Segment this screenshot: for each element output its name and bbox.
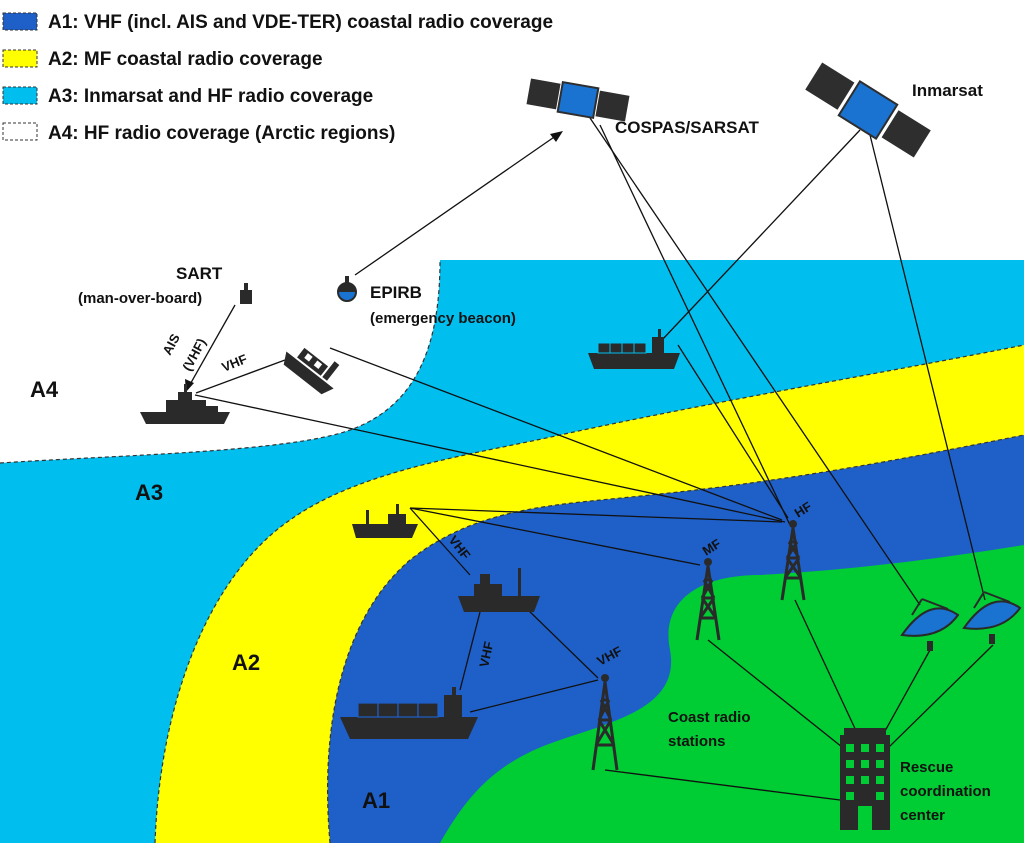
area-a3-label: A3 — [135, 480, 163, 505]
coast-radio-label-line1: Coast radio — [668, 709, 751, 726]
ais-vhf-link-label: (VHF) — [179, 336, 209, 374]
cospas-satellite-icon — [526, 78, 630, 122]
inmarsat-satellite-icon — [805, 62, 931, 158]
cospas-label: COSPAS/SARSAT — [615, 118, 760, 137]
legend-label-a4: A4: HF radio coverage (Arctic regions) — [48, 123, 395, 144]
sart-label: SART — [176, 264, 223, 283]
patrol-ship-icon — [140, 384, 230, 424]
vhf-ship-link-label: VHF — [220, 351, 250, 375]
legend-label-a1: A1: VHF (incl. AIS and VDE-TER) coastal … — [48, 12, 553, 33]
epirb-label: EPIRB — [370, 283, 422, 302]
rcc-label-line3: center — [900, 807, 945, 824]
coast-radio-label-line2: stations — [668, 733, 726, 750]
sart-device-icon — [240, 283, 252, 304]
legend-label-a3: A3: Inmarsat and HF radio coverage — [48, 86, 373, 107]
rescue-center-building-icon — [840, 728, 890, 830]
satellite-dish-icon-right — [962, 591, 1022, 644]
epirb-beacon-icon — [337, 276, 357, 302]
vhf-vertical-link-label: VHF — [476, 640, 496, 669]
rcc-label-line2: coordination — [900, 783, 991, 800]
mf-tower-icon — [695, 558, 721, 641]
area-a1-boundary — [326, 434, 1024, 844]
legend-label-a2: A2: MF coastal radio coverage — [48, 49, 323, 70]
small-boat-icon — [352, 504, 418, 538]
legend-swatch-a2 — [2, 49, 38, 68]
satellite-dish-icon-left — [900, 598, 960, 651]
area-a2-boundary — [154, 344, 1024, 844]
rcc-label-line1: Rescue — [900, 759, 953, 776]
vhf-tower-icon — [591, 674, 619, 771]
area-a4-label: A4 — [30, 377, 59, 402]
legend-swatch-a1 — [2, 12, 38, 31]
legend-swatch-a4 — [2, 122, 38, 141]
legend: A1: VHF (incl. AIS and VDE-TER) coastal … — [2, 12, 553, 144]
fishing-boat-icon — [458, 568, 540, 612]
sart-description: (man-over-board) — [78, 290, 202, 307]
area-a1-label: A1 — [362, 788, 390, 813]
sinking-ship-icon — [283, 347, 340, 395]
hf-tower-icon — [780, 520, 806, 601]
area-a4-boundary — [0, 259, 441, 464]
container-ship-bottom-icon — [340, 687, 478, 739]
legend-swatch-a3 — [2, 86, 38, 105]
epirb-description: (emergency beacon) — [370, 310, 516, 327]
inmarsat-label: Inmarsat — [912, 81, 983, 100]
ais-link-label: AIS — [159, 331, 183, 357]
area-a2-label: A2 — [232, 650, 260, 675]
container-ship-top-icon — [588, 329, 680, 369]
connection-lines — [185, 117, 994, 801]
